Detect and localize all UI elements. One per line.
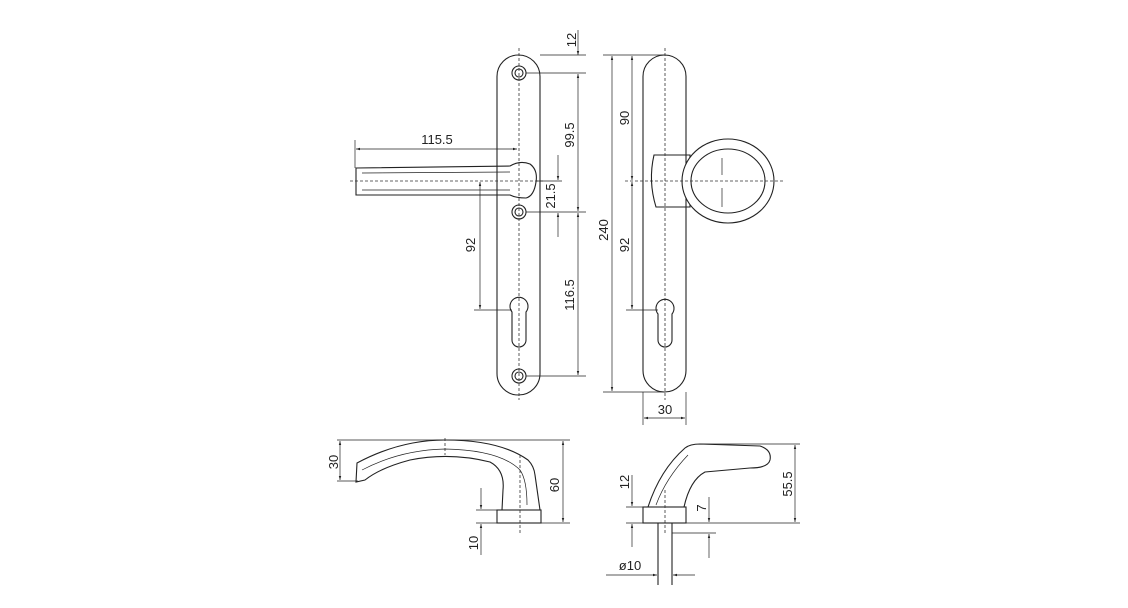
dim-rose-height: 12 [617,475,632,489]
dim-screw-spacing-top: 99.5 [562,122,577,147]
dim-top-to-knob: 90 [617,111,632,125]
screw-hole [511,204,527,220]
dim-screw-spacing-bottom: 116.5 [562,279,577,311]
dim-lever-offset: 21.5 [543,183,558,208]
knob-neck [650,154,691,208]
dim-plate-width: 30 [658,402,672,417]
dim-spindle-diameter: ø10 [619,558,641,573]
lever-front-view: 115.5 12 99.5 116.5 21.5 92 [350,30,586,400]
dim-total-height: 60 [547,478,562,492]
dim-grip-height: 30 [326,455,341,469]
rose [642,506,687,524]
lever-handle [355,161,537,199]
backplate [642,54,687,393]
dim-total-height: 55.5 [780,471,795,496]
dim-lever-to-cylinder: 92 [463,238,478,252]
dim-spindle-offset: 7 [694,504,709,511]
lever-side-view: 30 60 10 [326,438,570,555]
dim-lever-length: 115.5 [421,132,453,147]
dim-overall-height: 240 [596,219,611,241]
dim-top-offset: 12 [564,33,579,47]
dim-rose-height: 10 [466,536,481,550]
cylinder-keyhole [655,298,675,348]
cylinder-keyhole [509,296,529,348]
knob-side-view: 55.5 12 7 ø10 [606,443,800,585]
lever-profile [355,439,541,511]
dim-knob-to-cylinder: 92 [617,238,632,252]
rose [496,509,542,524]
knob-front-view: 240 90 92 30 [596,48,785,425]
backplate [496,54,541,396]
knob-profile [647,443,771,508]
